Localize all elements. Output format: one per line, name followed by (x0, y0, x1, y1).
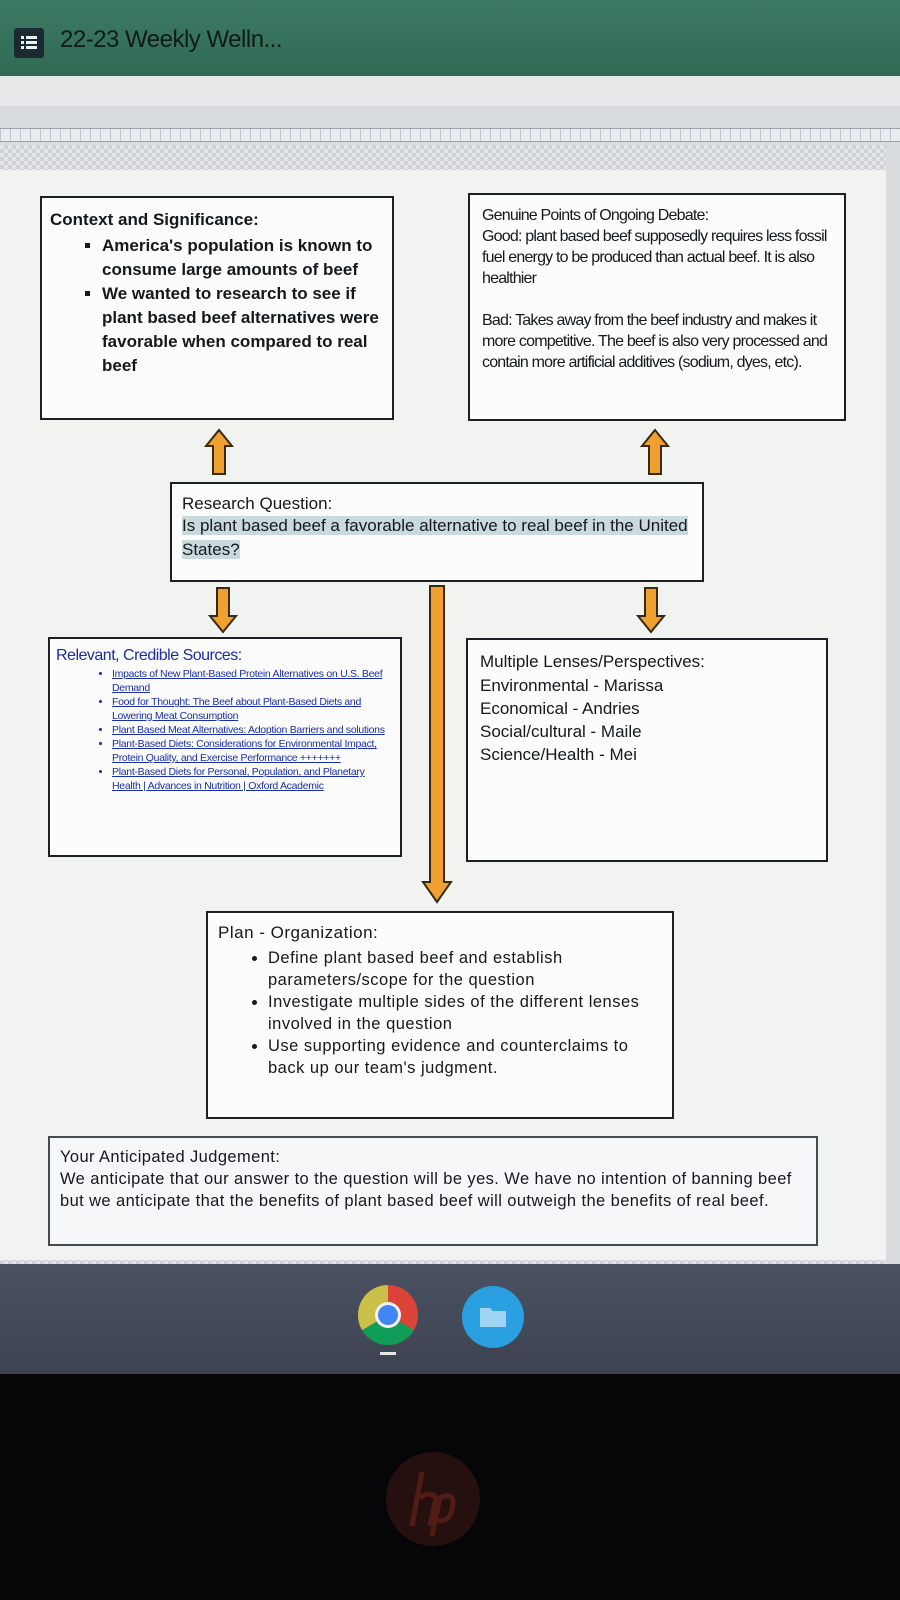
sources-list: Impacts of New Plant-Based Protein Alter… (56, 667, 394, 793)
lens-item: Environmental - Marissa (480, 676, 664, 695)
sources-box[interactable]: Relevant, Credible Sources: Impacts of N… (48, 637, 402, 857)
research-question-box[interactable]: Research Question: Is plant based beef a… (170, 482, 704, 582)
long-down-arrow-icon (421, 585, 453, 904)
hp-logo-icon (386, 1452, 480, 1546)
context-bullet: We wanted to research to see if plant ba… (102, 282, 384, 378)
ruler[interactable] (0, 128, 900, 142)
docs-menu-icon[interactable] (14, 28, 44, 58)
lenses-box[interactable]: Multiple Lenses/Perspectives: Environmen… (466, 638, 828, 862)
chrome-icon[interactable] (357, 1284, 419, 1346)
sources-heading: Relevant, Credible Sources: (56, 647, 242, 664)
document-title[interactable]: 22-23 Weekly Welln... (60, 26, 283, 53)
source-link[interactable]: Impacts of New Plant-Based Protein Alter… (112, 667, 394, 695)
files-icon[interactable] (462, 1286, 524, 1348)
judgement-text: We anticipate that our answer to the que… (60, 1170, 792, 1210)
research-heading: Research Question: (182, 494, 333, 513)
context-box[interactable]: Context and Significance: America's popu… (40, 196, 394, 420)
lens-item: Economical - Andries (480, 699, 640, 718)
judgement-box[interactable]: Your Anticipated Judgement: We anticipat… (48, 1136, 818, 1246)
source-link[interactable]: Food for Thought: The Beef about Plant-B… (112, 695, 394, 723)
down-arrow-icon (208, 587, 238, 634)
debate-heading: Genuine Points of Ongoing Debate: (482, 207, 709, 224)
app-bar: 22-23 Weekly Welln... (0, 0, 900, 76)
context-heading: Context and Significance: (50, 210, 259, 229)
research-question-text: Is plant based beef a favorable alternat… (182, 516, 688, 559)
plan-bullet: Use supporting evidence and counterclaim… (268, 1035, 662, 1079)
lens-item: Social/cultural - Maile (480, 722, 642, 741)
up-arrow-icon (640, 428, 670, 475)
debate-good: Good: plant based beef supposedly requir… (482, 228, 827, 287)
up-arrow-icon (204, 428, 234, 475)
source-link[interactable]: Plant-Based Diets for Personal, Populati… (112, 765, 394, 793)
debate-box[interactable]: Genuine Points of Ongoing Debate: Good: … (468, 193, 846, 421)
context-list: America's population is known to consume… (50, 234, 384, 378)
debate-bad: Bad: Takes away from the beef industry a… (482, 312, 828, 371)
taskbar (0, 1264, 900, 1374)
lens-item: Science/Health - Mei (480, 745, 637, 764)
plan-bullet: Define plant based beef and establish pa… (268, 947, 662, 991)
down-arrow-icon (636, 587, 666, 634)
source-link[interactable]: Plant-Based Diets: Considerations for En… (112, 737, 394, 765)
context-bullet: America's population is known to consume… (102, 234, 384, 282)
source-link[interactable]: Plant Based Meat Alternatives: Adoption … (112, 723, 394, 737)
plan-list: Define plant based beef and establish pa… (218, 947, 662, 1079)
toolbar-strip (0, 76, 900, 106)
plan-bullet: Investigate multiple sides of the differ… (268, 991, 662, 1035)
lenses-heading: Multiple Lenses/Perspectives: (480, 652, 705, 671)
active-app-indicator (380, 1352, 396, 1355)
plan-box[interactable]: Plan - Organization: Define plant based … (206, 911, 674, 1119)
judgement-heading: Your Anticipated Judgement: (60, 1148, 281, 1166)
plan-heading: Plan - Organization: (218, 923, 379, 942)
